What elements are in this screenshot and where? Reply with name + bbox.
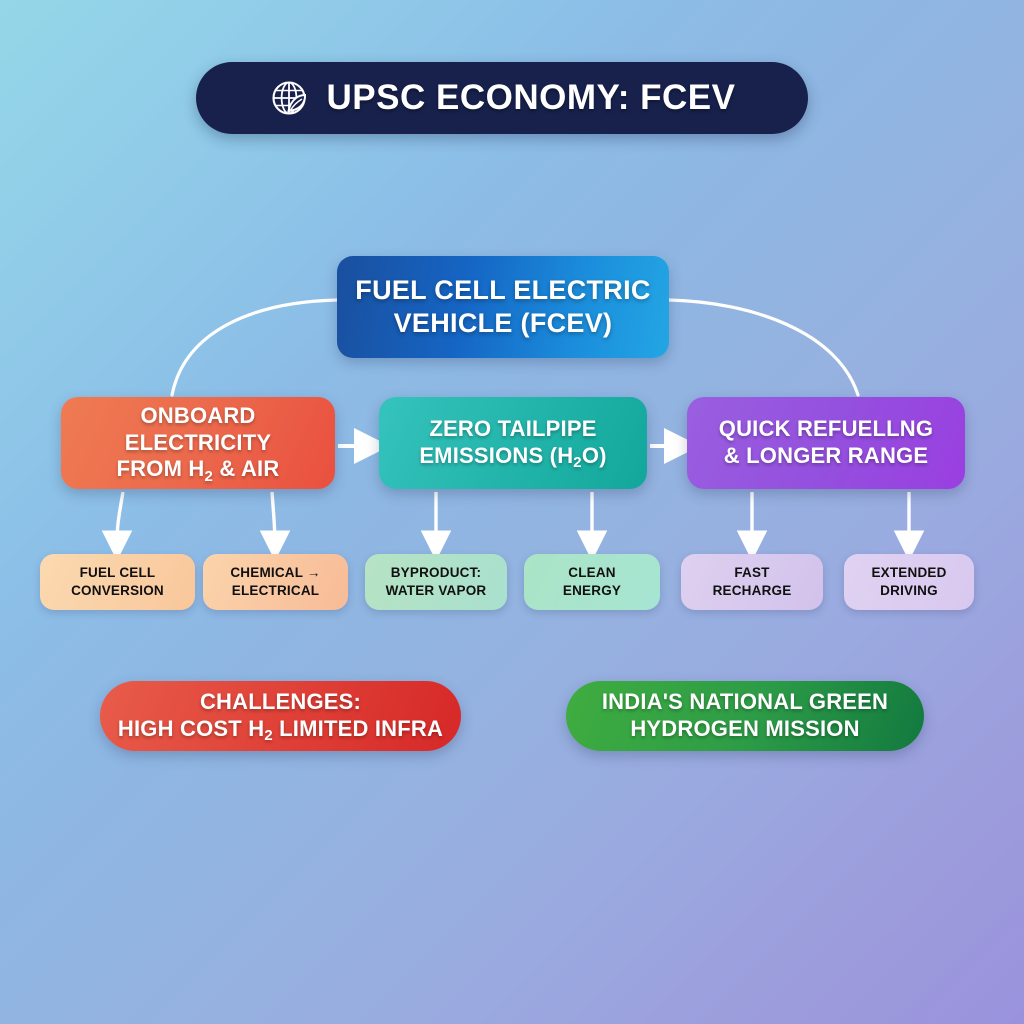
- node-byproduct-water-vapor[interactable]: BYPRODUCT: WATER VAPOR: [365, 554, 507, 610]
- onboard-line-1: ONBOARD ELECTRICITY: [124, 402, 272, 455]
- sub-5-line-2: RECHARGE: [712, 583, 792, 598]
- onboard-line-2-post: & AIR: [213, 456, 280, 482]
- refuelling-line-2-pre: & LONGER RANGE: [723, 443, 929, 468]
- page-title: UPSC ECONOMY: FCEV: [326, 78, 736, 117]
- node-fuel-cell-conversion[interactable]: FUEL CELL CONVERSION: [40, 554, 195, 610]
- challenges-line-1: CHALLENGES:: [199, 689, 362, 715]
- node-challenges[interactable]: CHALLENGES: HIGH COST H2 LIMITED INFRA: [100, 681, 461, 751]
- node-extended-driving[interactable]: EXTENDED DRIVING: [844, 554, 974, 610]
- node-quick-refuelling[interactable]: QUICK REFUELLNG & LONGER RANGE: [687, 397, 965, 489]
- sub-2-line-1: CHEMICAL →: [230, 565, 321, 581]
- arrow-onboard-to-fuelcell: [101, 491, 133, 561]
- globe-leaf-icon: [271, 81, 306, 115]
- zero-line-2-post: O): [581, 443, 607, 468]
- sub-6-line-2: DRIVING: [880, 583, 938, 598]
- page-title-banner: UPSC ECONOMY: FCEV: [196, 62, 808, 134]
- mission-line-1: INDIA'S NATIONAL GREEN: [601, 689, 889, 715]
- sub-5-line-1: FAST: [734, 565, 770, 581]
- sub-4-line-2: ENERGY: [562, 583, 622, 598]
- node-onboard-electricity[interactable]: ONBOARD ELECTRICITY FROM H2 & AIR: [61, 397, 335, 489]
- fcev-line-2: VEHICLE (FCEV): [393, 308, 613, 338]
- onboard-subscript: 2: [204, 467, 214, 485]
- zero-line-2-pre: EMISSIONS (H: [419, 443, 574, 468]
- connector-fcev-to-refuelling: [667, 298, 860, 397]
- onboard-line-2-pre: FROM H: [116, 456, 205, 482]
- zero-subscript: 2: [573, 454, 582, 472]
- challenges-line-2-post: LIMITED INFRA: [272, 716, 444, 741]
- sub-3-line-1: BYPRODUCT:: [390, 565, 482, 581]
- sub-1-line-1: FUEL CELL: [79, 565, 156, 581]
- zero-line-1: ZERO TAILPIPE: [429, 416, 597, 442]
- refuelling-line-1: QUICK REFUELLNG: [718, 416, 934, 442]
- challenges-line-2-pre: HIGH COST H: [117, 716, 265, 741]
- sub-4-line-1: CLEAN: [568, 565, 616, 581]
- fcev-line-1: FUEL CELL ELECTRIC: [355, 275, 651, 306]
- arrow-onboard-to-chemical: [259, 491, 291, 561]
- sub-1-line-2: CONVERSION: [71, 583, 164, 598]
- node-clean-energy[interactable]: CLEAN ENERGY: [524, 554, 660, 610]
- node-chemical-to-electrical[interactable]: CHEMICAL → ELECTRICAL: [203, 554, 348, 610]
- sub-3-line-2: WATER VAPOR: [385, 583, 487, 598]
- node-fast-recharge[interactable]: FAST RECHARGE: [681, 554, 823, 610]
- sub-6-line-1: EXTENDED: [871, 565, 947, 581]
- mission-line-2-pre: HYDROGEN MISSION: [630, 716, 860, 741]
- connector-fcev-to-onboard: [170, 298, 339, 397]
- challenges-subscript: 2: [264, 727, 273, 745]
- sub-2-line-2: ELECTRICAL: [231, 583, 320, 598]
- node-zero-tailpipe-emissions[interactable]: ZERO TAILPIPE EMISSIONS (H2O): [379, 397, 647, 489]
- node-fuel-cell-electric-vehicle[interactable]: FUEL CELL ELECTRIC VEHICLE (FCEV): [337, 256, 669, 358]
- node-green-hydrogen-mission[interactable]: INDIA'S NATIONAL GREEN HYDROGEN MISSION: [566, 681, 924, 751]
